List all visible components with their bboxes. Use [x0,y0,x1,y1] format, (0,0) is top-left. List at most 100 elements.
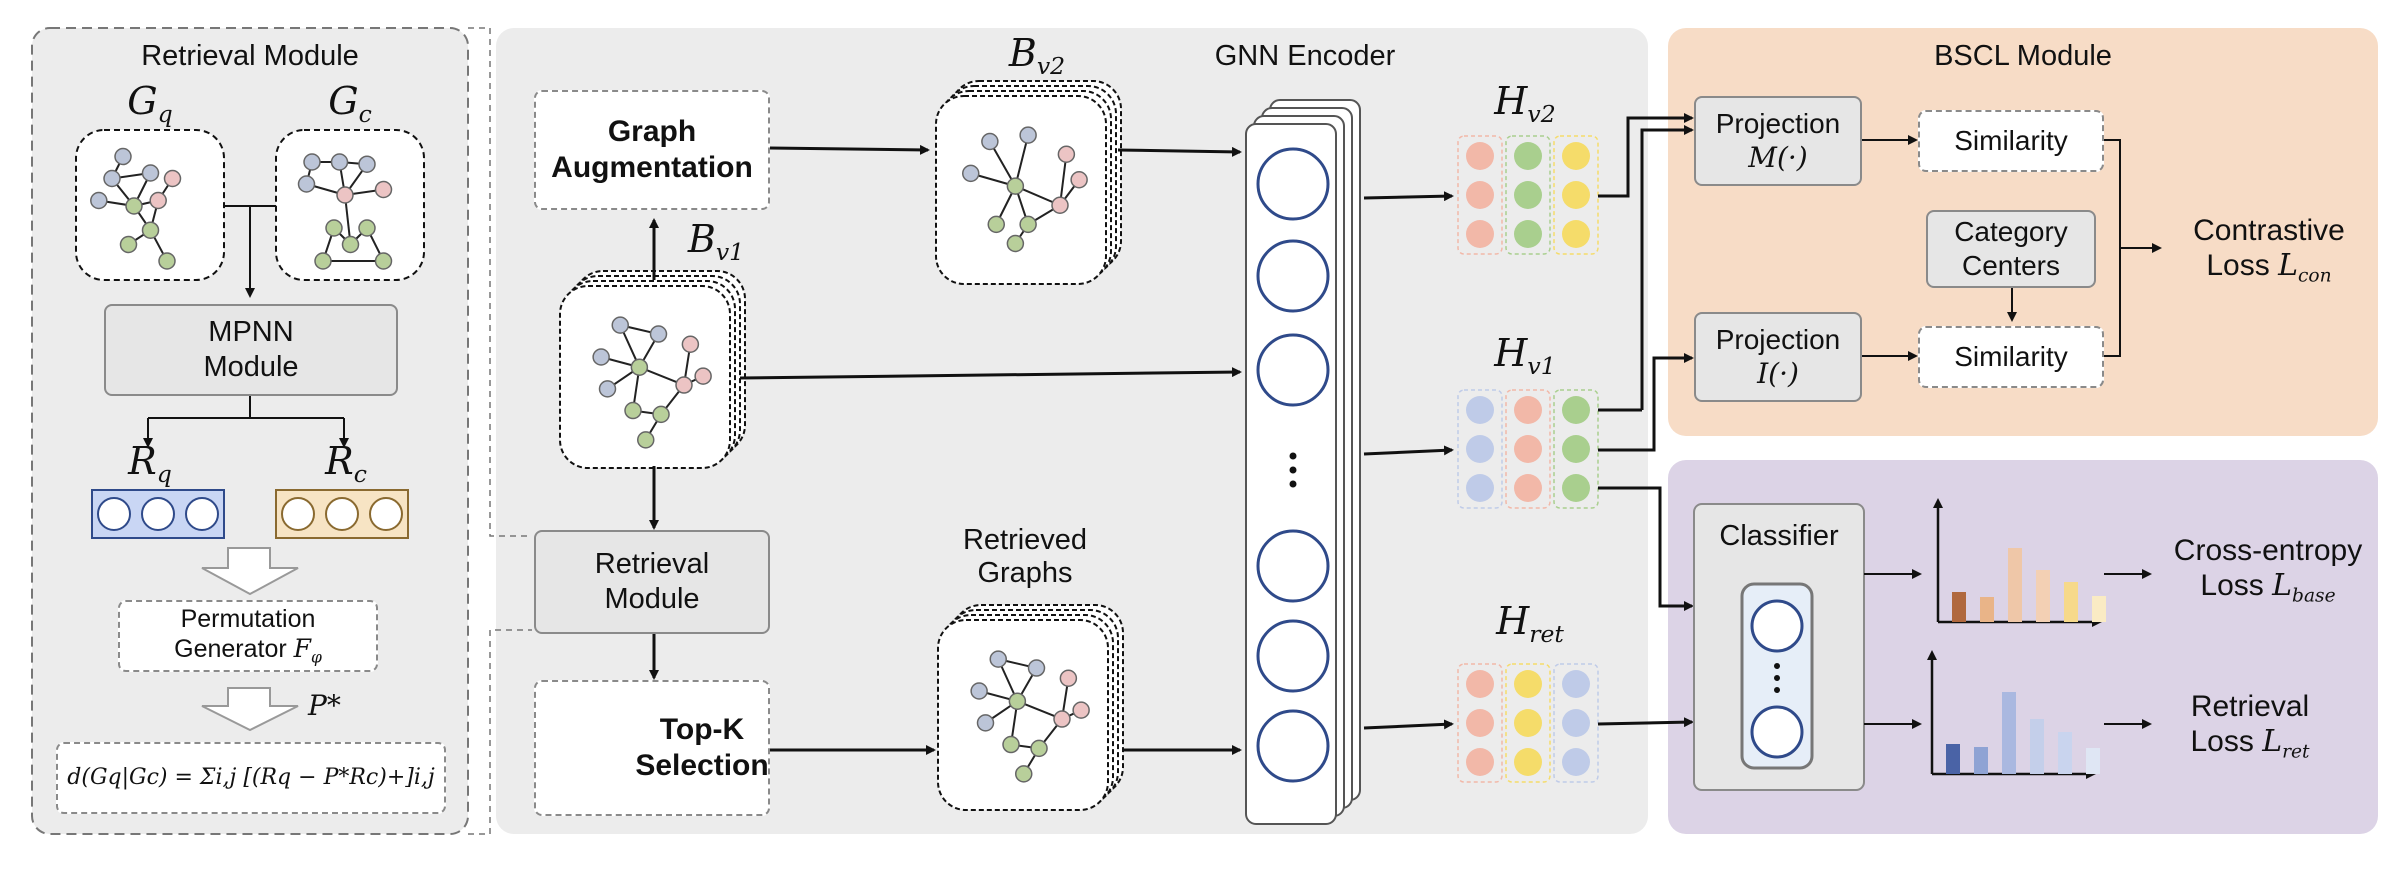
pstar-label: P* [308,689,341,722]
chart-bar [2036,570,2050,622]
proj-i-line-1: Projection [1715,324,1841,356]
graph-node [163,169,182,188]
contrastive-loss-label: Contrastive Loss Lcon [2164,214,2374,286]
gnn-node [1256,619,1330,693]
hv1-to-proj-i-arrow [1598,353,1694,452]
graph-node [125,197,143,215]
cross-entropy-chart [1933,498,2106,627]
centers-line-2: Centers [1961,250,2061,281]
graph-node [1019,215,1037,234]
graph-node [652,405,670,424]
retrieval-module-box: Retrieval Module [534,530,770,634]
graph-node [119,235,138,254]
rc-label: Rc [325,439,367,489]
proj-i-line-2: I(·) [1757,357,1799,390]
graph-node [989,650,1007,668]
graph-node [970,682,988,700]
emb-cell [1562,181,1590,209]
graph-aug-line-2: Augmentation [551,151,753,184]
hv1-to-classifier-arrow [1598,486,1694,611]
projection-i-box: Projection I(·) [1694,312,1862,402]
projection-m-box: Projection M(·) [1694,96,1862,186]
retrieval-chart [1927,650,2100,779]
emb-cell [1562,435,1590,463]
hv2-to-proj-m-arrow [1598,113,1694,198]
chart-y-arrow [1933,498,1943,508]
graph-node [141,164,160,182]
graph-node [976,714,995,732]
chart-bar [2092,596,2106,622]
mpnn-to-r-line [148,396,344,419]
graph-node [297,175,316,193]
emb-cell [1514,435,1542,463]
graph-node [624,401,642,420]
graph-node [1027,659,1046,677]
emb-cell [1514,220,1542,248]
zoom-connector-top [468,27,532,537]
rq-node [185,497,219,531]
graph-edge [1014,134,1030,187]
hret-to-classifier-arrow [1597,717,1694,728]
emb-column [1457,389,1503,509]
hv1-embeddings [1457,389,1599,509]
retrieved-line-1: Retrieved [962,524,1088,556]
classifier-node-2 [1750,705,1804,759]
chart-bar [2030,719,2044,774]
rc-node [369,497,403,531]
emb-cell [1514,142,1542,170]
ce-line-2: Loss Lbase [2200,567,2336,606]
gnn-to-hv1-arrow [1363,445,1454,456]
graph-card [937,619,1109,811]
graph-node [598,380,617,398]
graph-node [303,153,321,171]
graph-node [962,164,980,183]
topk-line-1: Top-K [659,713,745,746]
emb-column [1457,135,1503,255]
mpnn-line-1: MPNN [208,316,294,349]
hv2-embeddings [1457,135,1599,255]
graph-aug-line-1: Graph [607,115,697,148]
emb-cell [1514,670,1542,698]
gc-label: Gc [328,79,372,129]
retrieval-module-title: Retrieval Module [141,40,359,72]
rc-circles [281,497,403,531]
bv2-graph-stack [935,80,1122,285]
emb-cell [1514,748,1542,776]
graph-node [341,235,360,254]
emb-cell [1466,396,1494,424]
gnn-to-hret-arrow [1363,719,1454,730]
gnn-node [1256,147,1330,221]
contrastive-line-1: Contrastive [2193,214,2345,247]
hv1-label: Hv1 [1494,331,1556,381]
graph-node [1072,701,1090,719]
gc-graph-box [275,129,425,281]
graph-node [358,219,376,237]
rc-node [325,497,359,531]
graph-node [158,252,176,270]
retrieval-module-line-2: Module [604,583,700,615]
topk-line-2: Selection [635,749,769,782]
chart-bar [1974,747,1988,774]
perm-line-2: Generator Fφ [174,634,322,667]
retrieved-graph-stack [937,604,1124,811]
graph-node [1053,710,1071,728]
graph-node [1008,692,1027,710]
chart-bar [2058,732,2072,774]
graph-augmentation-box: Graph Augmentation [534,90,770,210]
graph-node [987,215,1005,234]
graph-node [637,431,655,449]
chart-bar [2086,748,2100,774]
emb-cell [1466,181,1494,209]
graph-node [592,348,610,366]
emb-cell [1514,474,1542,502]
hollow-arrow-1 [201,547,299,596]
graph-node [314,252,332,270]
mpnn-module-box: MPNN Module [104,304,398,396]
emb-cell [1562,748,1590,776]
emb-cell [1562,709,1590,737]
rq-label: Rq [128,439,172,489]
emb-cell [1514,181,1542,209]
bv2-label: Bv2 [1008,31,1066,81]
chart-y-arrow [1927,650,1937,660]
zoom-connector-bottom [468,629,532,835]
